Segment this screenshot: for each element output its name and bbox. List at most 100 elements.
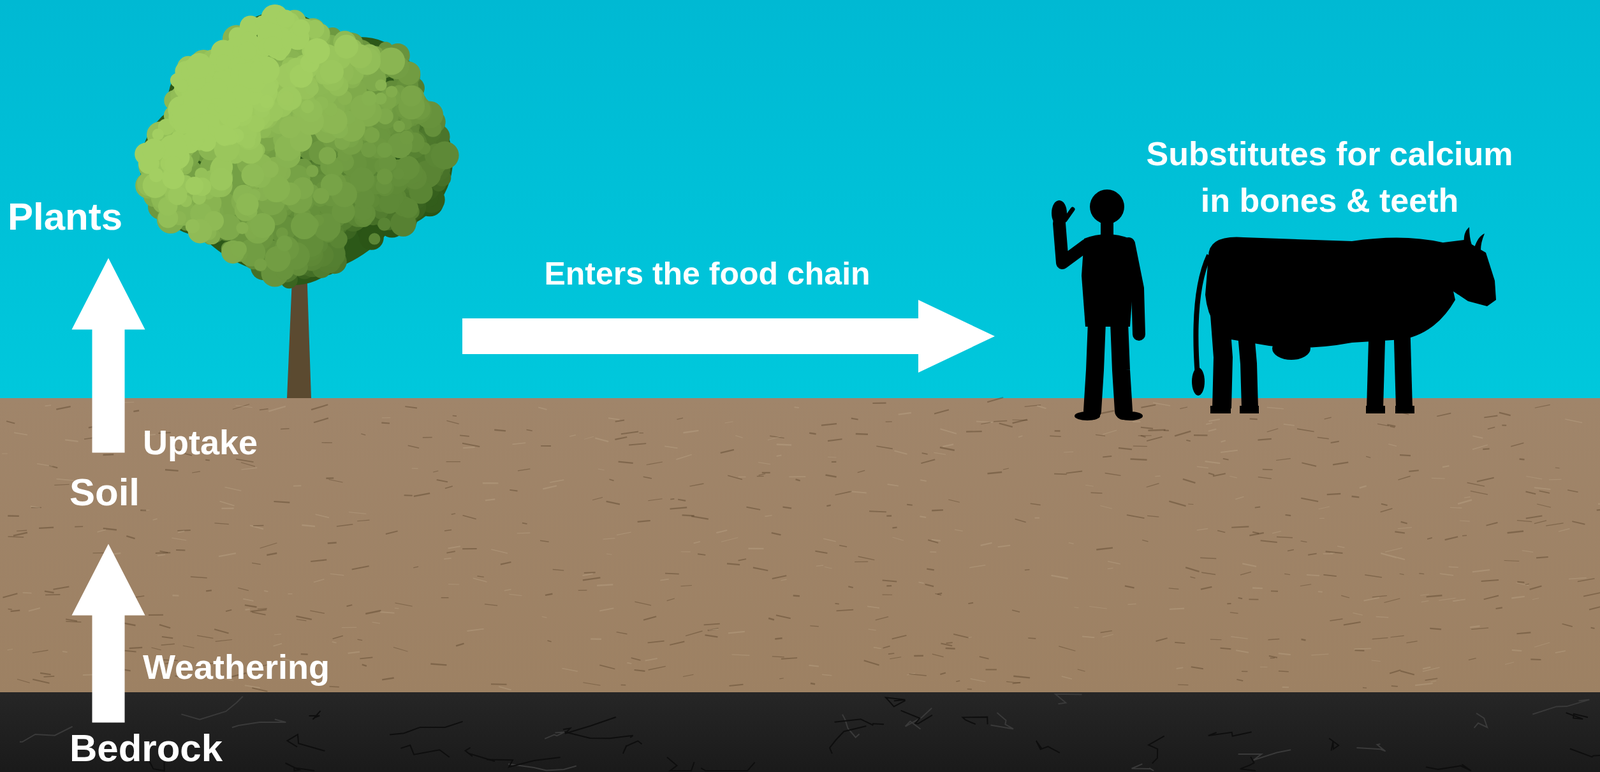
soil-grain xyxy=(1390,635,1405,637)
soil-grain xyxy=(404,494,413,497)
soil-grain xyxy=(500,561,511,565)
tree-leaves xyxy=(376,142,393,158)
soil-grain xyxy=(1230,612,1239,613)
rock-crack xyxy=(285,762,315,771)
soil-grain xyxy=(584,436,594,439)
tree-leaves xyxy=(399,130,414,145)
tree-leaves xyxy=(378,192,400,214)
soil-grain xyxy=(253,524,264,527)
soil-grain xyxy=(1545,522,1564,526)
soil-grain xyxy=(746,506,761,510)
soil-grain xyxy=(1185,566,1199,571)
tree-leaves xyxy=(236,193,259,216)
soil-grain xyxy=(214,522,229,525)
soil-grain xyxy=(1249,417,1258,420)
soil-grain xyxy=(1548,478,1562,481)
soil-grain xyxy=(451,513,456,514)
soil-grain xyxy=(1400,670,1415,675)
soil-grain xyxy=(1323,552,1334,555)
rock-crack xyxy=(309,710,321,720)
soil-grain xyxy=(446,420,459,424)
soil-grain xyxy=(359,656,373,659)
soil-grain xyxy=(677,499,686,501)
soil-grain xyxy=(1577,578,1595,582)
rock-crack xyxy=(1328,737,1339,750)
soil-grain xyxy=(882,580,898,582)
soil-grain xyxy=(1462,535,1467,537)
soil-grain xyxy=(1186,440,1190,442)
tree-leaves xyxy=(318,146,337,165)
soil-grain xyxy=(1287,549,1294,551)
soil-grain xyxy=(918,582,924,584)
rock-crack xyxy=(232,718,286,727)
soil-grain xyxy=(771,532,782,535)
rock-crack xyxy=(19,726,73,742)
tree-leaves xyxy=(360,141,377,158)
soil-grain xyxy=(772,575,787,579)
soil-grain xyxy=(727,475,743,479)
soil-grain xyxy=(1168,501,1186,506)
soil-grain xyxy=(826,505,831,506)
soil-grain xyxy=(445,485,453,488)
rock-crack xyxy=(1055,693,1082,704)
soil-grain xyxy=(433,470,439,472)
soil-grain xyxy=(1471,627,1489,629)
soil-grain xyxy=(408,445,419,448)
soil-grain xyxy=(793,594,800,597)
soil-grain xyxy=(165,469,179,471)
soil-grain xyxy=(190,576,208,578)
soil-grain xyxy=(1201,572,1216,574)
soil-grain xyxy=(968,602,974,604)
soil-grain xyxy=(1027,637,1036,639)
soil-grain xyxy=(1323,574,1336,576)
tree-leaves xyxy=(377,47,405,75)
soil-grain xyxy=(280,427,289,430)
soil-grain xyxy=(647,640,665,643)
soil-grain xyxy=(993,420,1007,421)
tree-leaves xyxy=(361,90,377,106)
soil-grain xyxy=(980,422,991,425)
soil-grain xyxy=(634,601,652,606)
soil-grain xyxy=(561,667,578,671)
soil-grain xyxy=(311,404,328,410)
soil-grain xyxy=(782,506,792,509)
soil-grain xyxy=(738,476,747,478)
soil-grain xyxy=(1383,598,1400,603)
soil-grain xyxy=(873,647,882,649)
soil-grain xyxy=(1196,466,1209,468)
soil-grain xyxy=(381,422,390,425)
soil-grain xyxy=(296,619,307,621)
soil-grain xyxy=(839,545,847,547)
soil-grain xyxy=(728,631,745,633)
tree xyxy=(134,4,459,398)
soil-grain xyxy=(1562,623,1573,627)
soil-grain xyxy=(628,443,646,445)
soil-grain xyxy=(259,408,269,411)
soil-grain xyxy=(10,610,21,611)
soil-grain xyxy=(1422,667,1431,669)
rock-crack xyxy=(1148,735,1165,764)
soil-grain xyxy=(7,514,20,517)
soil-grain xyxy=(1100,410,1115,414)
soil-grain xyxy=(462,547,477,550)
soil-grain xyxy=(552,568,564,571)
soil-grain xyxy=(720,449,734,453)
soil-grain xyxy=(1516,631,1531,634)
soil-grain xyxy=(1397,527,1412,529)
soil-grain xyxy=(372,621,381,624)
soil-grain xyxy=(712,628,719,630)
soil-grain xyxy=(894,450,907,454)
rock-crack xyxy=(486,756,560,767)
soil-grain xyxy=(825,474,837,477)
soil-grain xyxy=(646,461,663,465)
soil-grain xyxy=(1319,517,1325,519)
soil-grain xyxy=(176,549,185,551)
soil-grain xyxy=(462,447,475,448)
soil-grain xyxy=(394,607,400,610)
soil-grain xyxy=(1439,573,1454,576)
soil-grain xyxy=(482,482,499,485)
tree-leaves xyxy=(241,163,265,187)
soil-grain xyxy=(1317,437,1329,439)
soil-grain xyxy=(1249,532,1264,536)
soil-grain xyxy=(1450,506,1463,509)
